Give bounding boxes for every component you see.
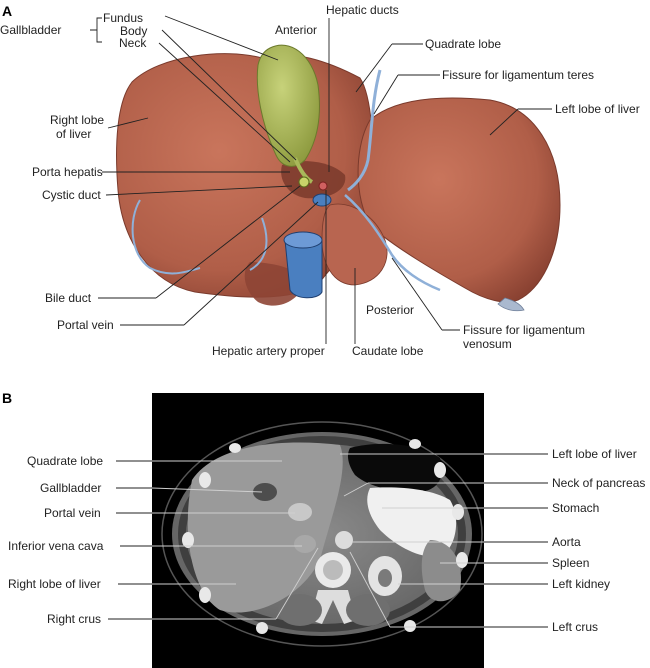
ct-spinous-process: [310, 590, 356, 624]
ct-left-paraspinal: [346, 594, 390, 626]
label-right-lobe-1: Right lobe: [50, 113, 104, 127]
ct-stomach: [367, 487, 457, 557]
ct-ribs: [182, 439, 468, 634]
ct-fat-ring: [178, 436, 466, 632]
label-left-lobe: Left lobe of liver: [555, 102, 640, 116]
label-fissure-venosum-1: Fissure for ligamentum: [463, 323, 585, 337]
ct-spleen: [421, 540, 461, 602]
label-fissure-venosum-2: venosum: [463, 337, 512, 351]
ct-liver: [187, 442, 343, 613]
label-hepatic-ducts: Hepatic ducts: [326, 3, 399, 17]
ct-vertebra-inner: [323, 560, 343, 580]
label-cystic-duct: Cystic duct: [42, 188, 101, 202]
ct-gallbladder: [253, 483, 277, 501]
label-gallbladder: Gallbladder: [0, 23, 61, 37]
label-ct-gallbladder: Gallbladder: [40, 481, 101, 495]
bile-duct-shape: [298, 176, 310, 188]
label-ct-right-lobe: Right lobe of liver: [8, 577, 101, 591]
peritoneal-line: [131, 199, 268, 275]
label-anterior: Anterior: [275, 23, 317, 37]
panel-b-leaders: [108, 453, 548, 628]
label-ct-neck-pancreas: Neck of pancreas: [552, 476, 645, 490]
fissure-ligamentum-venosum: [344, 194, 441, 292]
label-ct-left-kidney: Left kidney: [552, 577, 610, 591]
label-right-lobe-2: of liver: [56, 127, 91, 141]
ct-ivc: [294, 535, 316, 553]
label-quadrate-lobe: Quadrate lobe: [425, 37, 501, 51]
cystic-duct-shape: [293, 157, 314, 184]
label-posterior: Posterior: [366, 303, 414, 317]
gallbladder-shape: [256, 44, 320, 167]
label-neck: Neck: [119, 36, 147, 50]
ct-aorta: [335, 531, 353, 549]
label-ct-ivc: Inferior vena cava: [8, 539, 104, 553]
label-ct-quadrate-lobe: Quadrate lobe: [27, 454, 103, 468]
label-ct-left-crus: Left crus: [552, 620, 598, 634]
hepatic-artery-shape: [318, 181, 328, 191]
liver-illustration: [116, 44, 561, 312]
label-ct-right-crus: Right crus: [47, 612, 101, 626]
label-ct-portal-vein: Portal vein: [44, 506, 101, 520]
label-caudate-lobe: Caudate lobe: [352, 344, 424, 358]
label-body: Body: [120, 24, 147, 38]
ct-portal-vein: [288, 503, 312, 521]
label-ct-aorta: Aorta: [552, 535, 581, 549]
label-fissure-teres: Fissure for ligamentum teres: [442, 68, 594, 82]
ct-skin-outline: [161, 421, 483, 647]
ct-kidney-hilum: [378, 569, 392, 587]
label-ct-left-lobe: Left lobe of liver: [552, 447, 637, 461]
ct-stomach-air: [347, 443, 442, 492]
ct-right-paraspinal: [278, 594, 322, 626]
left-lobe-shape: [357, 97, 561, 303]
label-ct-stomach: Stomach: [552, 501, 599, 515]
panel-a-leaders: [90, 15, 552, 344]
label-portal-vein: Portal vein: [57, 318, 114, 332]
panel-a-label: A: [2, 3, 12, 19]
ivc-opening: [283, 231, 323, 249]
label-porta-hepatis: Porta hepatis: [32, 165, 103, 179]
label-bile-duct: Bile duct: [45, 291, 92, 305]
left-lobe-tip: [497, 297, 525, 312]
panel-b-label: B: [2, 390, 12, 406]
fissure-ligamentum-teres: [347, 69, 382, 192]
label-ct-spleen: Spleen: [552, 556, 589, 570]
label-hepatic-artery: Hepatic artery proper: [212, 344, 325, 358]
label-fundus: Fundus: [103, 11, 143, 25]
